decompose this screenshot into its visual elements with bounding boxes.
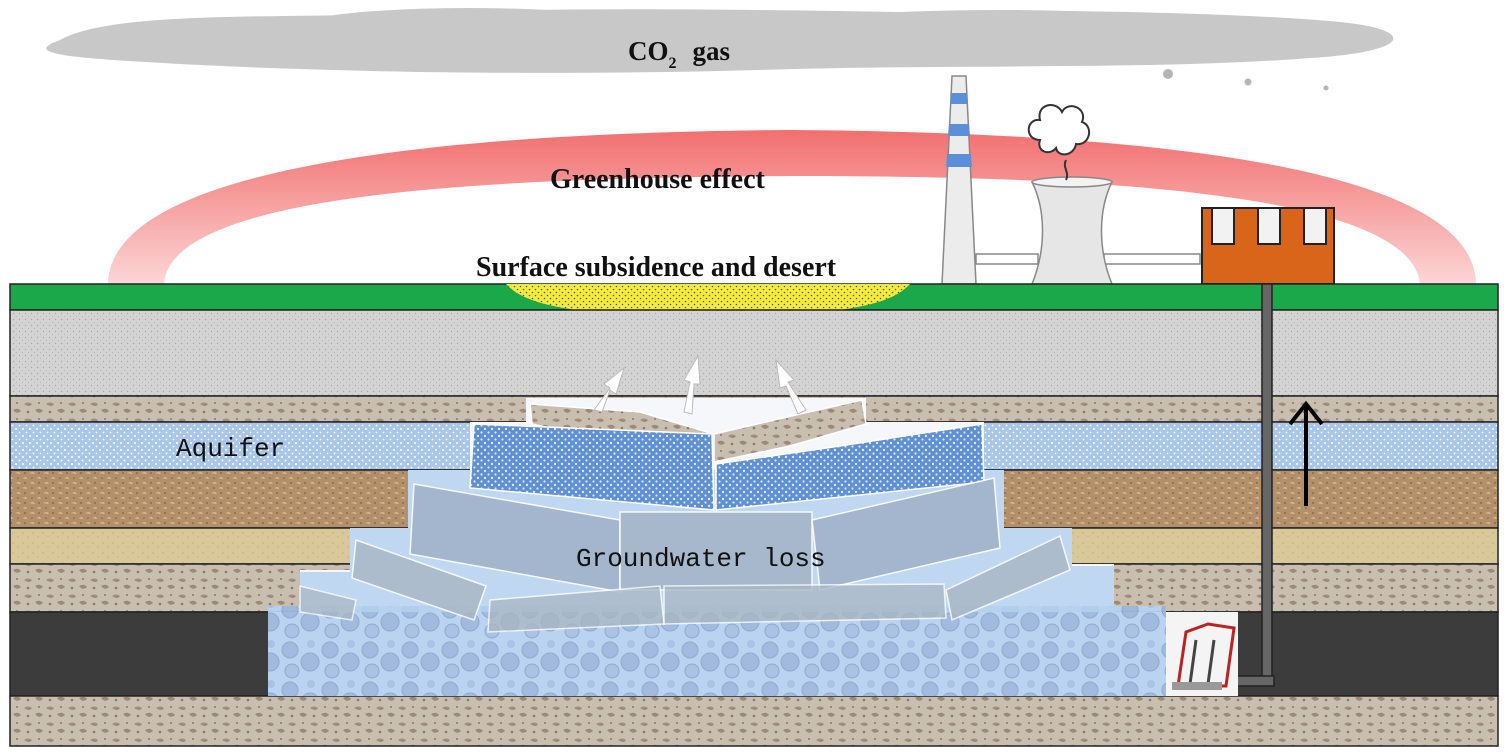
- surface-subsidence-label: Surface subsidence and desert: [476, 252, 837, 283]
- coal-shearer-icon: [1166, 612, 1238, 696]
- greenhouse-effect-label: Greenhouse effect: [550, 164, 766, 195]
- steam-cloud-icon: [1027, 104, 1091, 181]
- up-arrow-icon: [1288, 400, 1324, 506]
- crack-arrow-icon: [593, 354, 807, 415]
- collapse-zone: [268, 398, 1166, 696]
- groundwater-loss-label: Groundwater loss: [576, 544, 826, 574]
- mine-building-icon: [1201, 207, 1335, 285]
- broken-rock-blocks: [299, 399, 1071, 633]
- overburden-layer: [9, 309, 1499, 397]
- co2-cloud: [46, 8, 1394, 91]
- aquifer-label: Aquifer: [176, 434, 285, 464]
- greenhouse-dome-arc: [108, 130, 1476, 284]
- mine-shaft-icon: [1213, 283, 1275, 687]
- chimney-icon: [941, 75, 977, 285]
- cooling-tower-icon: [1030, 176, 1114, 285]
- desert-subsidence-zone: [506, 284, 910, 316]
- floor-rock-layer: [9, 695, 1499, 747]
